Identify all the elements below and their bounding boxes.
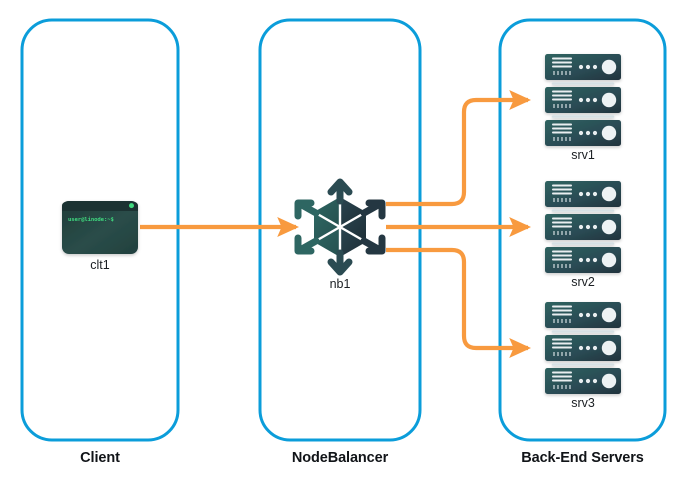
node-label-clt1: clt1	[90, 258, 110, 272]
terminal-prompt-text: user@linode:~$	[68, 217, 114, 223]
zone-label-nodebalancer: NodeBalancer	[291, 450, 389, 466]
node-icon-clt1[interactable]: user@linode:~$	[62, 201, 138, 254]
zone-panel-nodebalancer	[258, 18, 422, 442]
zone-label-client: Client	[80, 450, 120, 466]
terminal-status-dot-icon	[129, 203, 134, 209]
terminal-title-bar-fill	[62, 206, 138, 211]
outward-arrows-icon	[294, 178, 386, 276]
connector-nb1-srv3	[386, 247, 532, 359]
zone-label-backend: Back-End Servers	[521, 450, 644, 466]
node-label-nb1: nb1	[329, 277, 351, 291]
node-icon-nb1[interactable]	[294, 178, 386, 276]
hexagon-core-icon	[312, 195, 368, 259]
node-icon-srv2[interactable]	[545, 181, 621, 273]
connector-nb1-srv1	[386, 89, 532, 207]
node-icon-srv3[interactable]	[545, 302, 621, 394]
server-rack-icon	[545, 181, 621, 273]
zone-panel-client	[20, 18, 180, 442]
node-icon-srv1[interactable]	[545, 54, 621, 146]
terminal-window-body	[62, 201, 138, 254]
server-rack-icon	[545, 54, 621, 146]
node-label-srv1: srv1	[571, 148, 595, 162]
node-label-srv3: srv3	[571, 396, 595, 410]
zone-panel-backend	[498, 18, 667, 442]
node-label-srv2: srv2	[571, 275, 595, 289]
server-rack-icon	[545, 302, 621, 394]
